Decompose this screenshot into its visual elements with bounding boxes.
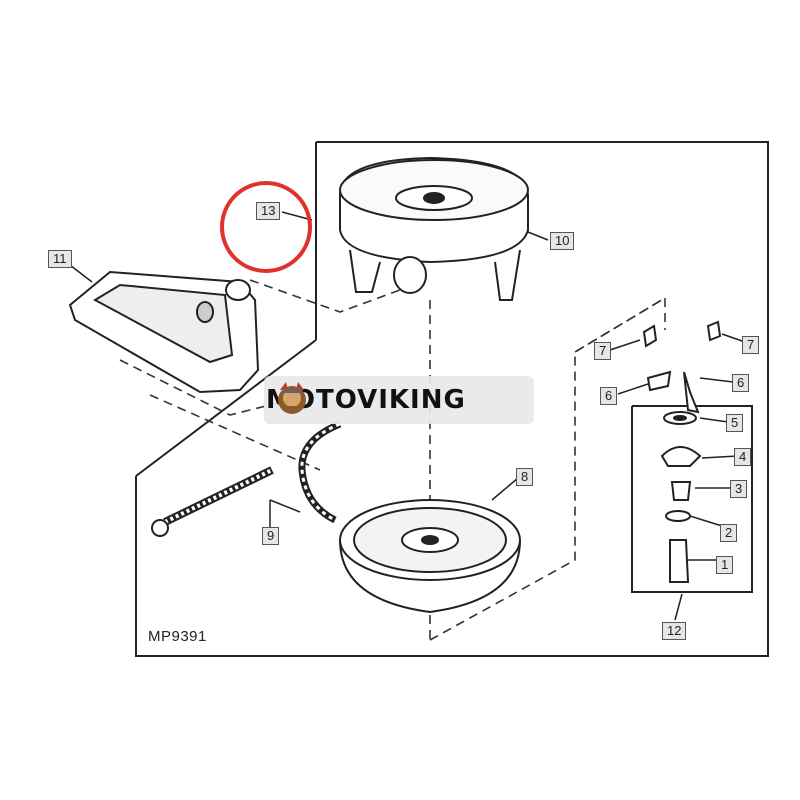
- starter-bolt: [151, 466, 274, 537]
- rope-pulley: [339, 499, 521, 614]
- callout-6-left: 6: [600, 387, 618, 405]
- frame-bottom: [135, 476, 769, 657]
- watermark-banner: MOTOVIKING: [264, 376, 534, 424]
- callout-12: 12: [662, 622, 687, 640]
- callout-4: 4: [734, 448, 752, 466]
- callout-5: 5: [726, 414, 744, 432]
- viking-logo-icon: [278, 382, 306, 414]
- parts-kit-box: [631, 405, 753, 593]
- starter-housing: [339, 156, 529, 301]
- callout-9: 9: [262, 527, 280, 545]
- highlight-circle: [220, 181, 312, 273]
- callout-13: 13: [256, 202, 281, 220]
- callout-11: 11: [48, 250, 72, 268]
- drawing-code: MP9391: [148, 628, 207, 645]
- callout-2: 2: [720, 524, 738, 542]
- callout-10: 10: [550, 232, 575, 250]
- callout-7-left: 7: [594, 342, 612, 360]
- callout-6-right: 6: [732, 374, 750, 392]
- frame-top-right: [316, 141, 769, 610]
- small-parts: [642, 320, 722, 583]
- callout-3: 3: [730, 480, 748, 498]
- starter-rope: [298, 420, 342, 524]
- callout-1: 1: [716, 556, 734, 574]
- starter-handle: [68, 270, 260, 394]
- callout-8: 8: [516, 468, 534, 486]
- callout-7-right: 7: [742, 336, 760, 354]
